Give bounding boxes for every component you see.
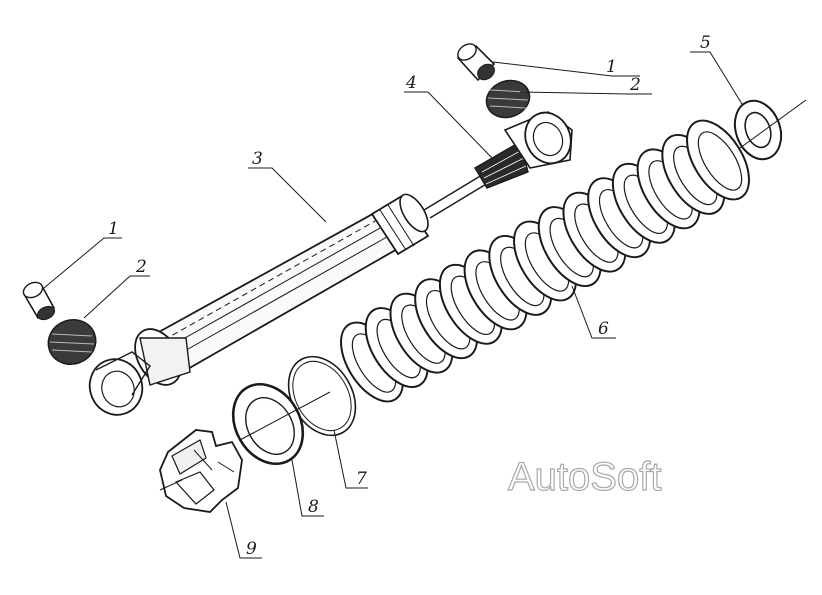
spring-coil xyxy=(686,119,750,201)
lower-mount-bracket xyxy=(159,429,243,513)
bottom-bushing-rubber xyxy=(47,319,97,365)
top-bushing-rubber xyxy=(485,79,531,119)
callout-8: 8 xyxy=(308,497,319,517)
spring-coil-inner xyxy=(697,131,743,191)
callout-9: 9 xyxy=(246,539,257,559)
spring-seat-ring xyxy=(231,382,331,466)
top-bushing-inner xyxy=(456,43,496,82)
leader-lines xyxy=(43,51,743,559)
callout-5: 5 xyxy=(700,33,711,53)
callout-1-top: 1 xyxy=(606,57,617,77)
spring-washer-top xyxy=(733,99,807,161)
coil-spring xyxy=(340,119,750,403)
callout-2-top: 2 xyxy=(629,75,641,95)
callout-6: 6 xyxy=(598,319,609,339)
watermark-logo: AutoSoft xyxy=(508,455,661,499)
bottom-bushing-inner xyxy=(22,281,56,321)
shock-absorber xyxy=(88,111,573,416)
callout-2-bottom: 2 xyxy=(135,257,147,277)
callout-7: 7 xyxy=(356,469,367,489)
callout-4: 4 xyxy=(405,73,417,93)
callout-1-bottom: 1 xyxy=(108,219,119,239)
callout-3: 3 xyxy=(252,149,263,169)
